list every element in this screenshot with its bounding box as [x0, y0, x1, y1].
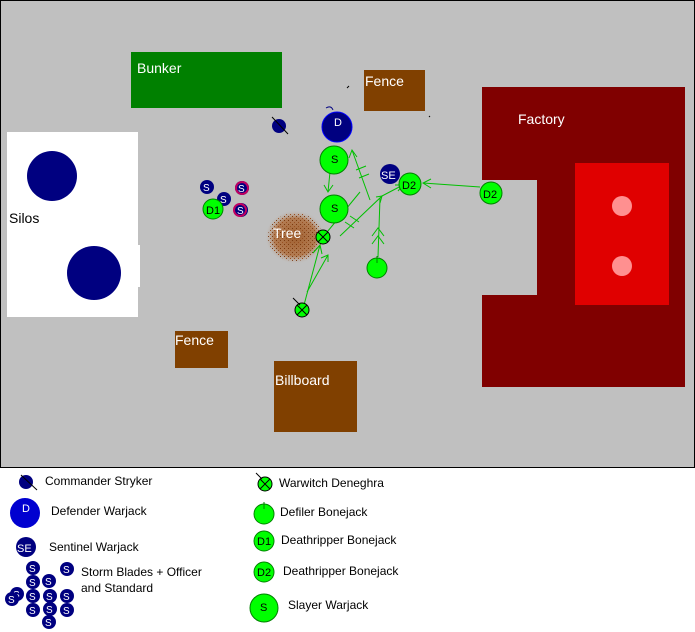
warwitch-deneghra-icon [255, 472, 273, 492]
factory-interior [575, 163, 669, 305]
factory-vat-top [612, 196, 632, 216]
svg-text:S: S [63, 606, 70, 617]
legend: D SE S S S S S S S S S S S S S [0, 468, 695, 632]
svg-text:S: S [46, 592, 53, 603]
svg-text:S: S [8, 595, 15, 606]
bunker-terrain: Bunker [131, 52, 282, 108]
slayer-warjack-token[interactable]: S [319, 145, 349, 175]
bunker-label: Bunker [137, 60, 182, 76]
d2-token-label: D2 [402, 180, 416, 192]
svg-text:S: S [220, 195, 227, 206]
svg-text:S: S [63, 592, 70, 603]
defiler-bonejack-icon [253, 502, 275, 525]
commander-stryker-icon [19, 474, 38, 491]
storm-blade-token[interactable]: S [235, 181, 249, 195]
factory-terrain: Factory [482, 87, 685, 387]
defender-warjack-icon: D [10, 498, 40, 528]
svg-text:S: S [45, 577, 52, 588]
legend-deathripper1-label: Deathripper Bonejack [281, 533, 397, 547]
svg-text:S: S [29, 564, 36, 575]
legend-icons: D SE S S S S S S S S S S S S S [5, 472, 279, 629]
svg-text:S: S [63, 565, 70, 576]
sentinel-token-label: SE [381, 170, 396, 182]
svg-text:S: S [260, 602, 267, 614]
svg-text:SE: SE [17, 543, 32, 555]
billboard-label: Billboard [275, 372, 329, 388]
defiler-bonejack-token[interactable] [366, 256, 388, 279]
legend-defender-label: Defender Warjack [51, 504, 147, 518]
svg-text:S: S [29, 578, 36, 589]
fence-bottom-terrain: Fence [175, 331, 228, 368]
legend-storm-blades-label-2: and Standard [81, 581, 154, 595]
svg-text:S: S [45, 618, 52, 629]
svg-text:S: S [238, 184, 245, 195]
map-mark [428, 115, 431, 118]
silos-label: Silos [9, 210, 39, 226]
slayer-warjack-token[interactable]: S [319, 194, 349, 224]
fence-bottom-label: Fence [175, 332, 214, 348]
svg-text:D2: D2 [257, 567, 271, 579]
deathripper-d1-token[interactable]: D1 [202, 198, 224, 220]
sentinel-warjack-icon: SE [16, 537, 36, 557]
legend-sentinel-label: Sentinel Warjack [49, 540, 139, 554]
svg-text:S: S [46, 605, 53, 616]
d1-token-label: D1 [206, 205, 220, 217]
storm-blades-unit[interactable]: S S S S [200, 180, 249, 217]
d2-token-label: D2 [483, 189, 497, 201]
slayer-token-label: S [331, 203, 338, 215]
deathripper-d2-token[interactable]: D2 [479, 181, 503, 205]
battlefield-map: Silos Bunker Fence Factory Fence Billboa… [0, 0, 695, 468]
legend-commander-label: Commander Stryker [45, 474, 153, 488]
svg-text:S: S [237, 206, 244, 217]
map-mark [346, 85, 350, 89]
warwitch-deneghra-token[interactable] [315, 229, 331, 245]
storm-blade-token[interactable]: S [233, 203, 248, 217]
sentinel-warjack-token[interactable]: SE [380, 164, 400, 184]
legend-defiler-label: Defiler Bonejack [280, 505, 368, 519]
silo-bottom [67, 246, 121, 300]
billboard-terrain: Billboard [274, 361, 357, 432]
legend-warwitch-label: Warwitch Deneghra [279, 476, 384, 490]
svg-text:S: S [29, 606, 36, 617]
storm-blades-icon: S S S S S S S S S S S S S [5, 561, 74, 629]
defender-token-label: D [334, 117, 342, 129]
factory-label: Factory [518, 111, 565, 127]
fence-top-label: Fence [365, 73, 404, 89]
tree-label: Tree [273, 225, 301, 241]
legend-slayer-label: Slayer Warjack [288, 598, 369, 612]
slayer-warjack-icon: S [249, 593, 279, 623]
svg-text:S: S [29, 592, 36, 603]
commander-stryker-token[interactable] [271, 116, 289, 135]
slayer-token-label: S [331, 154, 338, 166]
factory-vat-bottom [612, 256, 632, 276]
silos-terrain: Silos [7, 132, 138, 317]
deathripper-d2-token[interactable]: D2 [398, 172, 422, 196]
warwitch-deneghra-token[interactable] [292, 297, 310, 318]
deathripper-d2-icon: D2 [253, 561, 275, 583]
svg-text:S: S [203, 183, 210, 194]
svg-text:D1: D1 [257, 536, 271, 548]
silo-notch [134, 245, 140, 287]
fence-top-terrain: Fence [364, 70, 425, 111]
tree-terrain: Tree [265, 210, 325, 264]
legend-deathripper2-label: Deathripper Bonejack [283, 564, 399, 578]
deathripper-d1-icon: D1 [253, 530, 275, 552]
defender-warjack-token[interactable]: D [321, 106, 353, 143]
storm-blade-token[interactable]: S [200, 180, 214, 194]
legend-storm-blades-label-1: Storm Blades + Officer [81, 565, 202, 579]
silo-top [27, 151, 77, 201]
svg-text:D: D [22, 503, 30, 515]
